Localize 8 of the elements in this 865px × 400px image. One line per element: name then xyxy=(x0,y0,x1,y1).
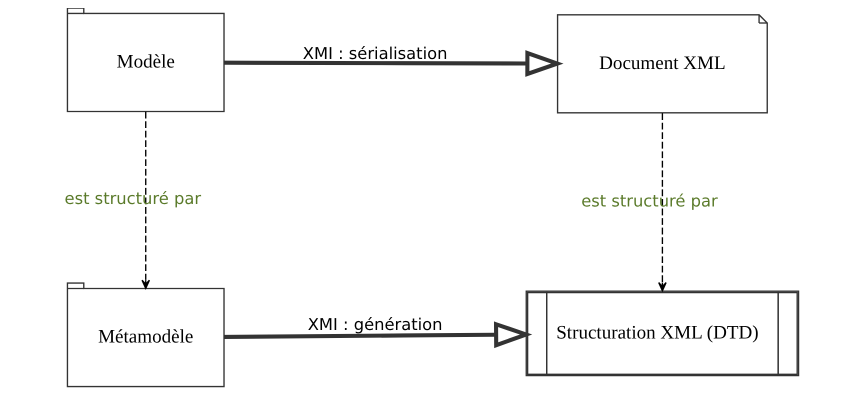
edge-label: est structuré par xyxy=(64,189,201,208)
edge-label: XMI : génération xyxy=(307,315,442,334)
arrow xyxy=(658,113,666,292)
arrow xyxy=(224,50,564,77)
edge-label: est structuré par xyxy=(580,191,718,210)
arrow xyxy=(224,321,532,348)
edge-label: XMI : sérialisation xyxy=(302,44,447,64)
arrow xyxy=(140,112,150,290)
